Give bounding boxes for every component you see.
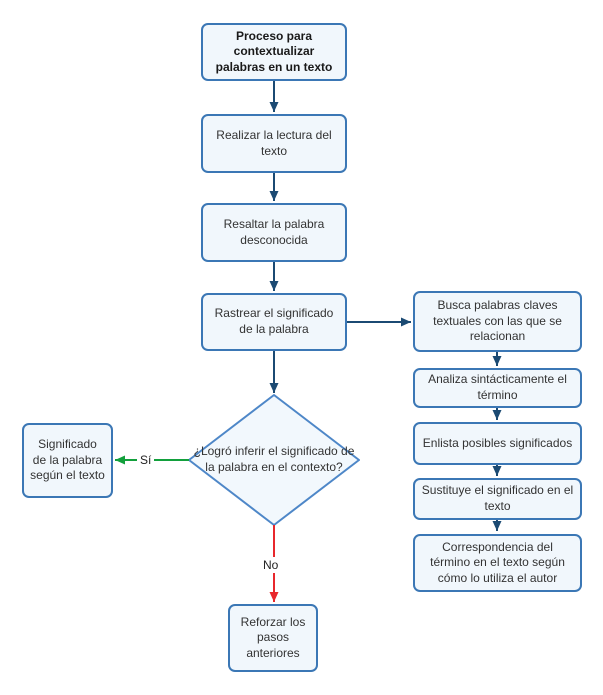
node-reinforce-steps: Reforzar los pasos anteriores	[228, 604, 318, 672]
node-correspondence-author: Correspondencia del término en el texto …	[413, 534, 582, 592]
node-process-title: Proceso para contextualizar palabras en …	[201, 23, 347, 81]
node-trace-meaning: Rastrear el significado de la palabra	[201, 293, 347, 351]
node-meaning-from-text: Significado de la palabra según el texto	[22, 423, 113, 498]
node-search-keywords: Busca palabras claves textuales con las …	[413, 291, 582, 352]
node-read-text: Realizar la lectura del texto	[201, 114, 347, 173]
edge-label-yes: Sí	[137, 452, 155, 468]
node-highlight-word: Resaltar la palabra desconocida	[201, 203, 347, 262]
node-analyze-syntax: Analiza sintácticamente el término	[413, 368, 582, 408]
edge-label-no: No	[260, 557, 282, 573]
node-list-meanings: Enlista posibles significados	[413, 422, 582, 465]
node-substitute-meaning: Sustituye el significado en el texto	[413, 478, 582, 520]
node-decision-infer-meaning: ¿Logró inferir el significado de la pala…	[193, 444, 355, 474]
